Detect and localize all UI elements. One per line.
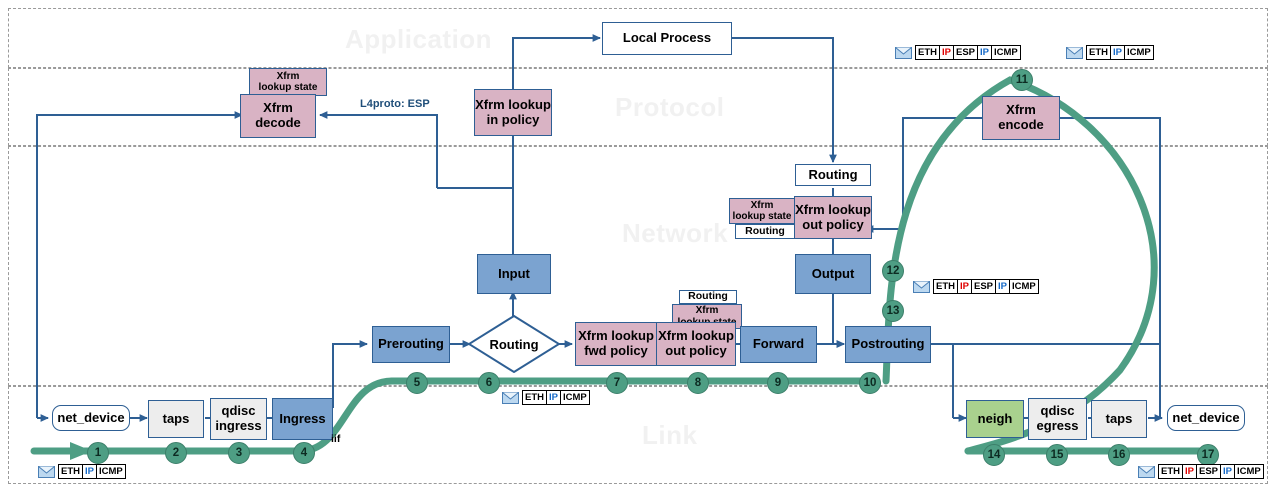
packet-header-icmp: ICMP [1234,465,1263,478]
step-marker-11: 11 [1011,69,1033,91]
layer-label-protocol: Protocol [615,92,725,122]
step-marker-7: 7 [606,372,628,394]
node-taps-out[interactable]: taps [1091,400,1147,438]
packet-header-eth: ETH [934,280,958,293]
step-marker-5: 5 [406,372,428,394]
packet-header-eth: ETH [916,46,940,59]
step-marker-8: 8 [687,372,709,394]
step-marker-3: 3 [228,442,250,464]
packet-header-ip: IP [1221,465,1235,478]
step-marker-9: 9 [767,372,789,394]
node-routing-sub-top[interactable]: Routing [735,224,795,239]
edge-label-l4proto-esp: L4proto: ESP [360,98,430,110]
node-qdisc-ingress[interactable]: qdisc ingress [210,398,267,440]
step-marker-13: 13 [882,300,904,322]
packet-header-eth: ETH [1159,465,1183,478]
edge-label-iif: iif [331,433,341,445]
packet-header-icmp: ICMP [560,391,589,404]
envelope-icon [913,280,930,293]
node-xfrm-encode[interactable]: Xfrm encode [982,96,1060,140]
envelope-icon [1138,465,1155,478]
node-routing-sub-mid[interactable]: Routing [679,290,737,304]
step-marker-12: 12 [882,260,904,282]
step-marker-15: 15 [1046,444,1068,466]
node-neigh[interactable]: neigh [966,400,1024,438]
packet-header-ip: IP [547,391,561,404]
node-prerouting[interactable]: Prerouting [372,326,450,363]
node-routing-diamond[interactable]: Routing [468,315,560,373]
node-net-device-in[interactable]: net_device [52,405,130,431]
envelope-icon [502,391,519,404]
node-xfrm-lookup-state-top[interactable]: Xfrm lookup state [729,198,795,224]
packet-header-ip: IP [1111,46,1125,59]
node-ingress[interactable]: Ingress [272,398,333,440]
packet-header-icmp: ICMP [1124,46,1153,59]
node-local-process[interactable]: Local Process [602,22,732,55]
packet-header-ip: IP [940,46,954,59]
step-marker-14: 14 [983,444,1005,466]
node-xfrm-lookup-in-policy[interactable]: Xfrm lookup in policy [474,89,552,136]
node-routing-out[interactable]: Routing [795,164,871,186]
packet-header-esp: ESP [971,280,996,293]
packet-header-icmp: ICMP [1009,280,1038,293]
packet-header-ip: IP [978,46,992,59]
layer-label-network: Network [622,218,729,248]
packet-header-ip: IP [1183,465,1197,478]
step-marker-1: 1 [87,442,109,464]
layer-label-link: Link [642,420,698,450]
node-forward[interactable]: Forward [740,326,817,363]
packet-header-eth: ETH [523,391,547,404]
envelope-icon [1066,46,1083,59]
step-marker-10: 10 [859,372,881,394]
packet-header-esp: ESP [1196,465,1221,478]
node-net-device-out[interactable]: net_device [1167,405,1245,431]
layer-label-application: Application [345,24,493,54]
packet-header-ip: IP [83,465,97,478]
step-marker-6: 6 [478,372,500,394]
step-marker-16: 16 [1108,444,1130,466]
packet-header-ip: IP [996,280,1010,293]
node-input[interactable]: Input [477,254,551,294]
layer-band-protocol [8,68,1268,146]
node-taps-in[interactable]: taps [148,400,204,438]
packet-header-icmp: ICMP [991,46,1020,59]
packet-header-ip: IP [958,280,972,293]
envelope-icon [895,46,912,59]
node-postrouting[interactable]: Postrouting [845,326,931,363]
routing-diamond-label: Routing [489,336,539,352]
layer-band-link [8,386,1268,484]
step-marker-17: 17 [1197,444,1219,466]
packet-header-esp: ESP [953,46,978,59]
layer-band-application [8,8,1268,68]
node-xfrm-decode-lookup-state[interactable]: Xfrm lookup state [249,68,327,96]
step-marker-4: 4 [293,442,315,464]
packet-header-icmp: ICMP [96,465,125,478]
node-qdisc-egress[interactable]: qdisc egress [1028,398,1087,440]
node-xfrm-decode[interactable]: Xfrm decode [240,94,316,138]
step-marker-2: 2 [165,442,187,464]
envelope-icon [38,465,55,478]
node-xfrm-lookup-out-policy-mid[interactable]: Xfrm lookup out policy [656,322,736,366]
layer-band-network [8,146,1268,386]
node-output[interactable]: Output [795,254,871,294]
node-xfrm-lookup-fwd-policy[interactable]: Xfrm lookup fwd policy [575,322,657,366]
packet-header-eth: ETH [1087,46,1111,59]
node-xfrm-lookup-out-policy-top[interactable]: Xfrm lookup out policy [794,196,872,239]
packet-header-eth: ETH [59,465,83,478]
